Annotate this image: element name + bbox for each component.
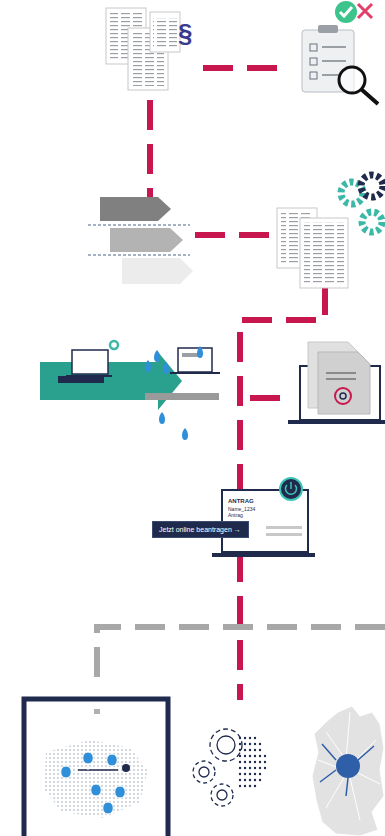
data-dot [244, 773, 246, 775]
data-dot [249, 749, 251, 751]
data-dot [239, 755, 241, 757]
form-text: ANTRAG [228, 498, 257, 506]
data-dot [264, 755, 266, 757]
data-dot [244, 779, 246, 781]
form-text: Antrag [228, 512, 257, 519]
application-form: ANTRAGName_1234Antrag [226, 497, 259, 520]
data-dot [259, 749, 261, 751]
section-symbol: § [178, 18, 192, 49]
data-dot [239, 761, 241, 763]
data-dot [254, 779, 256, 781]
data-dot [254, 767, 256, 769]
apply-button: Jetzt online beantragen → [152, 521, 249, 538]
data-dot [259, 773, 261, 775]
data-dot [244, 749, 246, 751]
data-dot [254, 761, 256, 763]
law-document-icon [106, 8, 180, 90]
data-dot [249, 755, 251, 757]
document-gears-icon [277, 175, 383, 288]
data-dot [244, 737, 246, 739]
data-dot [254, 755, 256, 757]
data-dot [239, 737, 241, 739]
data-dot [249, 785, 251, 787]
data-dot [239, 767, 241, 769]
data-dot [239, 749, 241, 751]
data-dots [239, 737, 266, 787]
data-dot [254, 749, 256, 751]
data-dot [249, 761, 251, 763]
data-dot [259, 743, 261, 745]
data-dot [259, 761, 261, 763]
region-map-panel [24, 699, 168, 836]
data-dot [239, 785, 241, 787]
data-dot [244, 761, 246, 763]
data-dot [249, 737, 251, 739]
data-dot [249, 743, 251, 745]
data-dot [244, 743, 246, 745]
data-dot [249, 773, 251, 775]
data-dot [259, 779, 261, 781]
data-dot [239, 743, 241, 745]
data-dot [264, 761, 266, 763]
data-dot [239, 779, 241, 781]
data-dot [254, 785, 256, 787]
data-dot [244, 767, 246, 769]
data-dot [244, 785, 246, 787]
gears-icon [193, 729, 242, 806]
data-dot [249, 767, 251, 769]
data-dot [254, 743, 256, 745]
data-dot [254, 737, 256, 739]
data-dot [259, 755, 261, 757]
form-text: Name_1234 [228, 506, 257, 513]
button-text: Jetzt online beantragen → [159, 525, 242, 534]
step-arrows [88, 197, 193, 284]
data-dot [259, 767, 261, 769]
checklist-icon [302, 1, 378, 104]
laptop-form-icon [212, 478, 315, 555]
digital-arrow [40, 341, 220, 440]
data-dot [254, 773, 256, 775]
germany-map [312, 706, 384, 836]
data-dot [264, 767, 266, 769]
data-dot [249, 779, 251, 781]
data-dot [244, 755, 246, 757]
data-dot [239, 773, 241, 775]
laptop-document-icon [288, 342, 385, 422]
